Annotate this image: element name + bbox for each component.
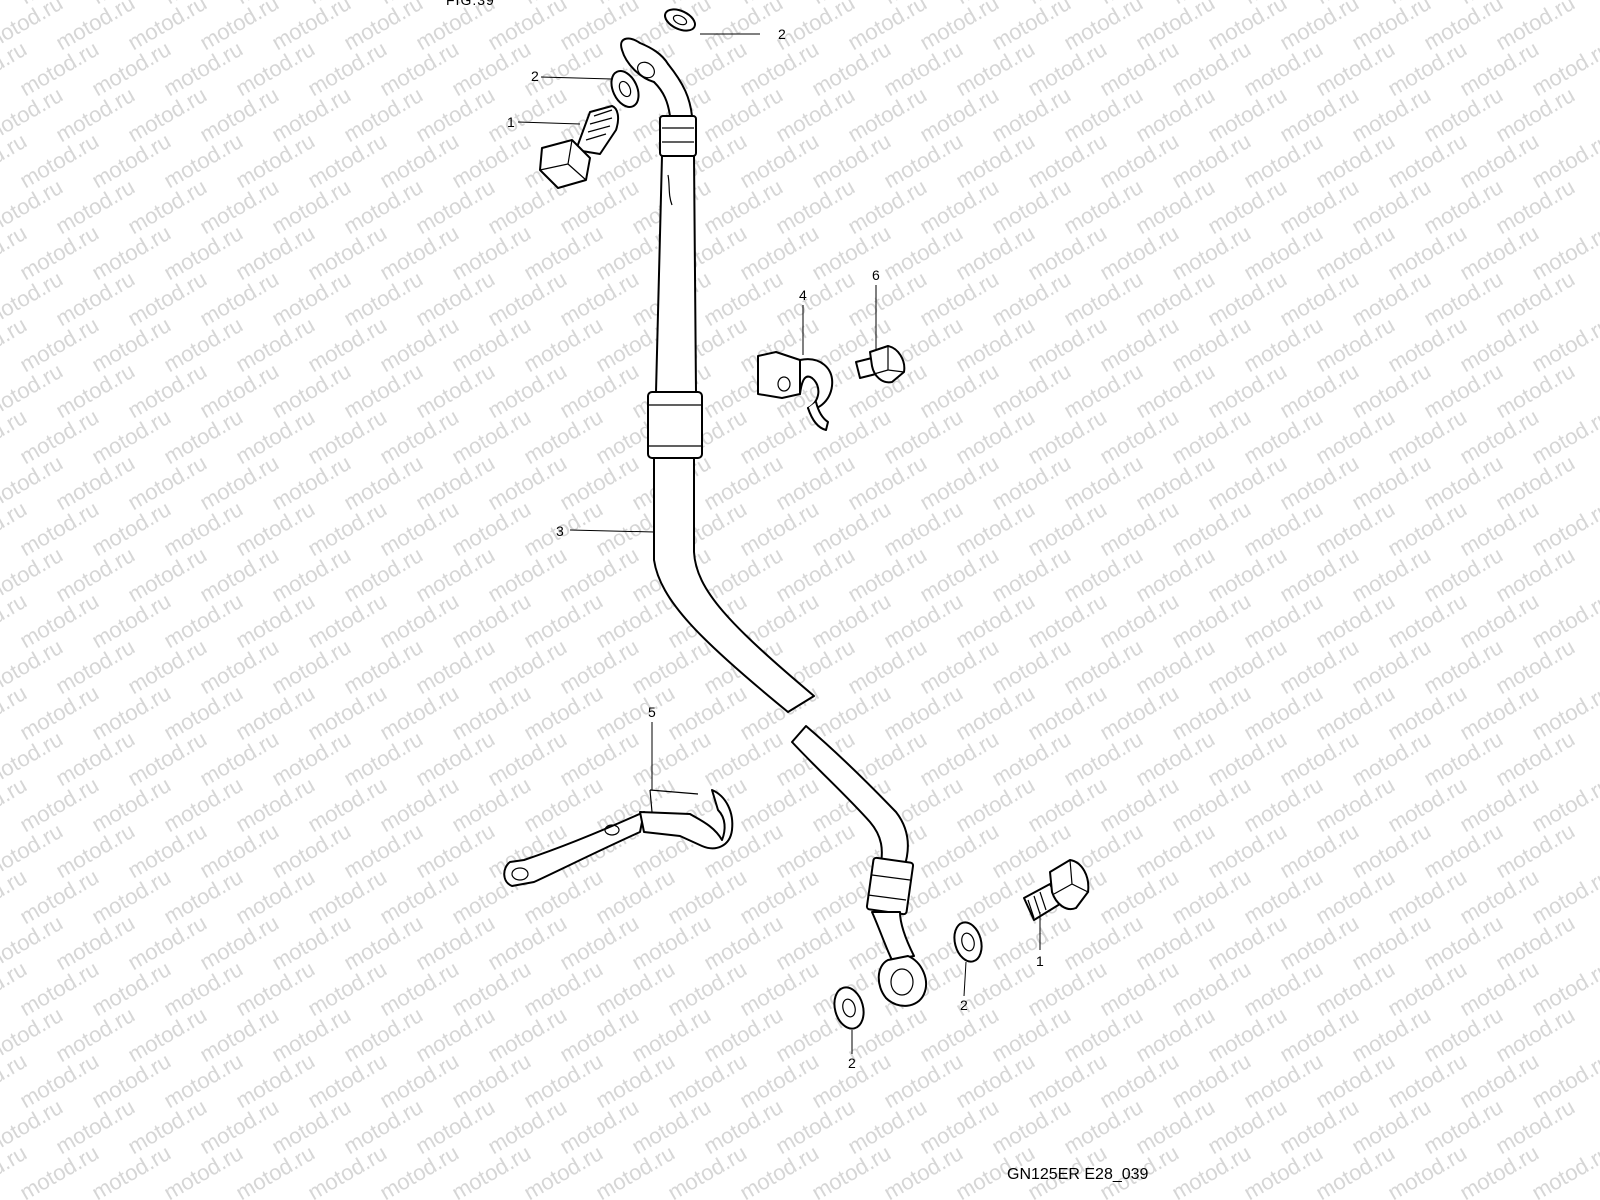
callout-number: 1 (1036, 953, 1044, 969)
callout-number: 5 (648, 704, 656, 720)
washer-icon[interactable] (606, 67, 644, 112)
hose-guide-bracket-icon[interactable] (503, 789, 734, 887)
callout-number: 3 (556, 523, 564, 539)
washer-icon[interactable] (950, 919, 985, 964)
callout-labels: 2 2 1 3 4 6 5 1 2 2 (507, 26, 1044, 1071)
washer-icon[interactable] (830, 984, 868, 1032)
callout-number: 2 (960, 997, 968, 1013)
bolt-icon[interactable] (855, 345, 906, 384)
hose-clamp-icon[interactable] (757, 351, 834, 431)
figure-label-fragment: FIG.39 (446, 0, 495, 8)
washer-icon[interactable] (662, 5, 699, 35)
drawing-reference-code: GN125ER E28_039 (1007, 1166, 1149, 1183)
banjo-bolt-icon[interactable] (539, 105, 620, 189)
banjo-bolt-icon[interactable] (1023, 859, 1090, 921)
callout-number: 2 (848, 1055, 856, 1071)
callout-number: 4 (799, 287, 807, 303)
callout-leaders (517, 33, 1041, 1054)
brake-hose-icon[interactable] (620, 37, 927, 1007)
callout-number: 2 (778, 26, 786, 42)
callout-number: 1 (507, 114, 515, 130)
callout-number: 6 (872, 267, 880, 283)
callout-number: 2 (531, 68, 539, 84)
